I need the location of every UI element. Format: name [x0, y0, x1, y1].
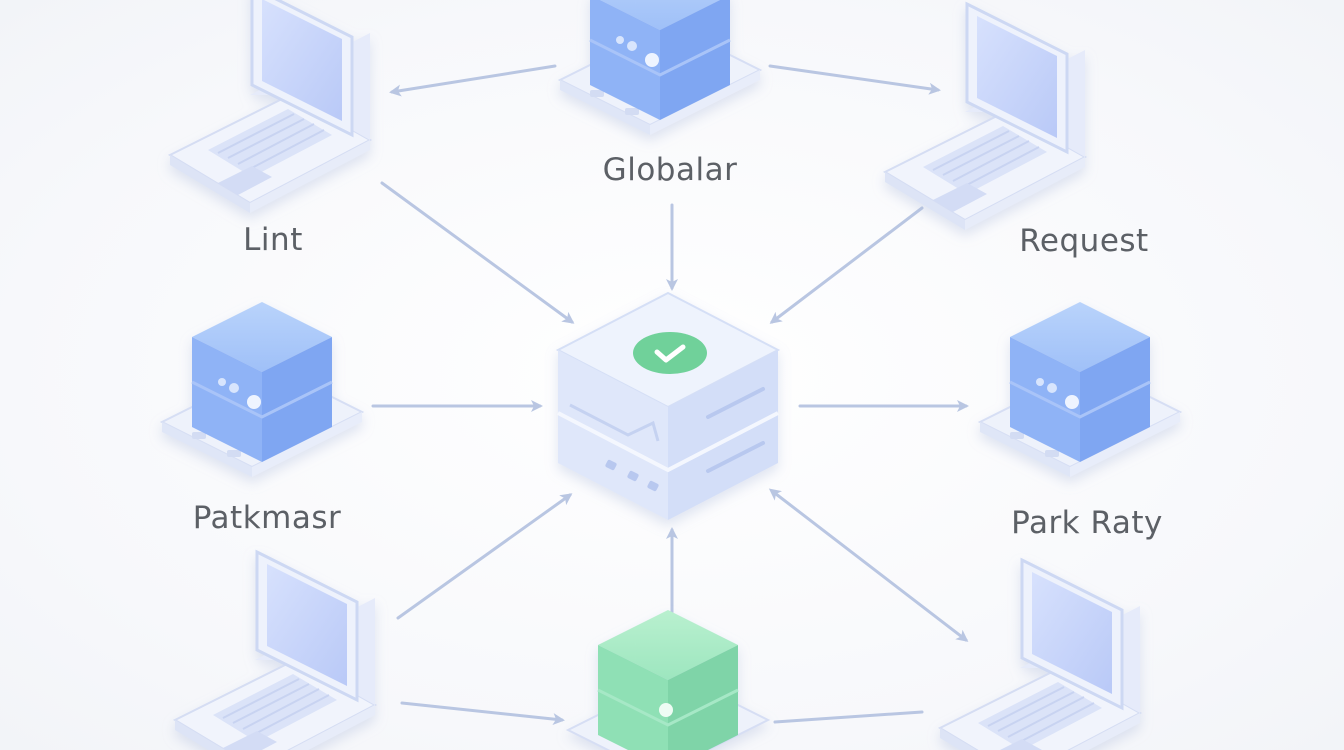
arrow-bottom-to-bottom-right — [773, 710, 924, 724]
arrow-top-to-top-right — [768, 64, 941, 95]
node-label-top-left: Lint — [243, 222, 303, 258]
node-label-top: Globalar — [602, 152, 738, 188]
arrow-hub-bottom-right — [768, 488, 969, 642]
arrow-top-left-to-hub — [380, 181, 575, 324]
server-icon[interactable] — [566, 608, 770, 750]
arrow-top-right-to-hub — [769, 206, 924, 324]
node-label-mid-right: Park Raty — [1011, 505, 1163, 541]
laptop-icon[interactable] — [938, 558, 1142, 750]
laptop-icon[interactable] — [173, 550, 377, 750]
server-icon[interactable] — [978, 300, 1182, 479]
arrow-bottom-left-to-bottom — [400, 701, 565, 726]
server-hub-icon[interactable] — [555, 291, 781, 520]
node-label-mid-left: Patkmasr — [192, 500, 342, 536]
laptop-icon[interactable] — [883, 2, 1087, 232]
node-label-top-right: Request — [1019, 223, 1149, 259]
server-icon[interactable] — [160, 300, 364, 479]
laptop-icon[interactable] — [168, 0, 372, 215]
arrow-top-to-top-left — [389, 64, 557, 97]
arrow-bottom-left-to-hub — [396, 493, 573, 620]
check-badge-icon — [633, 332, 707, 374]
server-icon[interactable] — [558, 0, 762, 137]
connection-arrows — [371, 64, 969, 726]
